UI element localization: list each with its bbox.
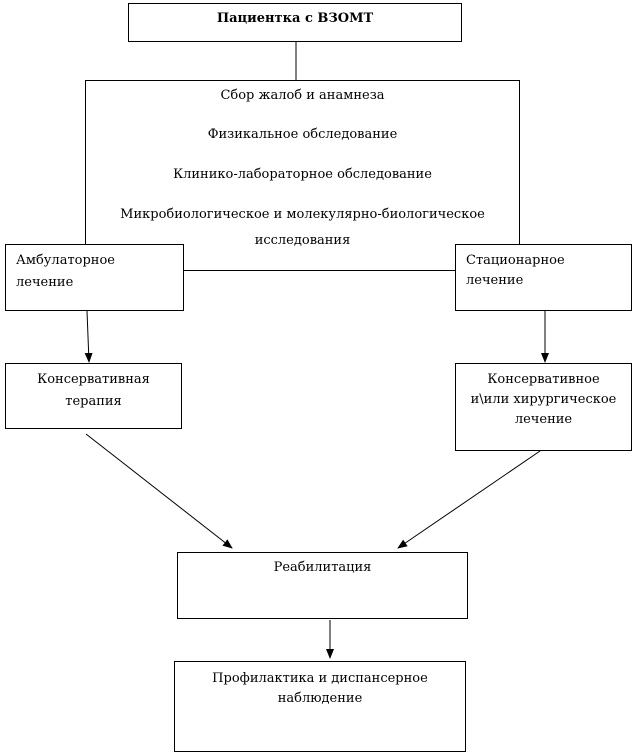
- rehabilitation-label: Реабилитация: [273, 560, 372, 575]
- node-conservative-therapy: [5, 363, 182, 429]
- surgical-label-1: Консервативное: [487, 372, 600, 387]
- outpatient-label-1: Амбулаторное: [16, 253, 115, 268]
- exam-line-micro: Микробиологическое и молекулярно-биологи…: [120, 207, 485, 222]
- arrow-surgical-to-rehab: [397, 450, 541, 549]
- node-inpatient: [455, 244, 632, 311]
- arrow-conservative-to-rehab: [85, 433, 233, 549]
- outpatient-label-2: лечение: [16, 275, 74, 290]
- exam-line-physical: Физикальное обследование: [207, 127, 398, 142]
- exam-line-micro-2: исследования: [254, 233, 351, 248]
- node-patients: [128, 3, 462, 42]
- node-outpatient: [5, 244, 184, 311]
- node-patients-label: Пациентка с ВЗОМТ: [216, 11, 374, 26]
- node-prevention: [174, 661, 466, 752]
- prevention-label-1: Профилактика и диспансерное: [212, 671, 428, 686]
- conservative-label-2: терапия: [65, 394, 122, 409]
- exam-line-complaints: Сбор жалоб и анамнеза: [220, 88, 385, 103]
- arrow-outpatient-to-conservative: [84, 310, 93, 363]
- inpatient-label-1: Стационарное: [466, 253, 565, 268]
- surgical-label-2: и\или хирургическое: [470, 392, 617, 407]
- inpatient-label-2: лечение: [466, 273, 524, 288]
- node-rehabilitation: [177, 552, 468, 619]
- prevention-label-2: наблюдение: [277, 691, 363, 706]
- node-surgical-treatment: [455, 363, 632, 451]
- exam-line-lab: Клинико-лабораторное обследование: [173, 167, 432, 182]
- surgical-label-3: лечение: [514, 412, 573, 427]
- conservative-label-1: Консервативная: [37, 372, 150, 387]
- node-examination: [85, 80, 520, 271]
